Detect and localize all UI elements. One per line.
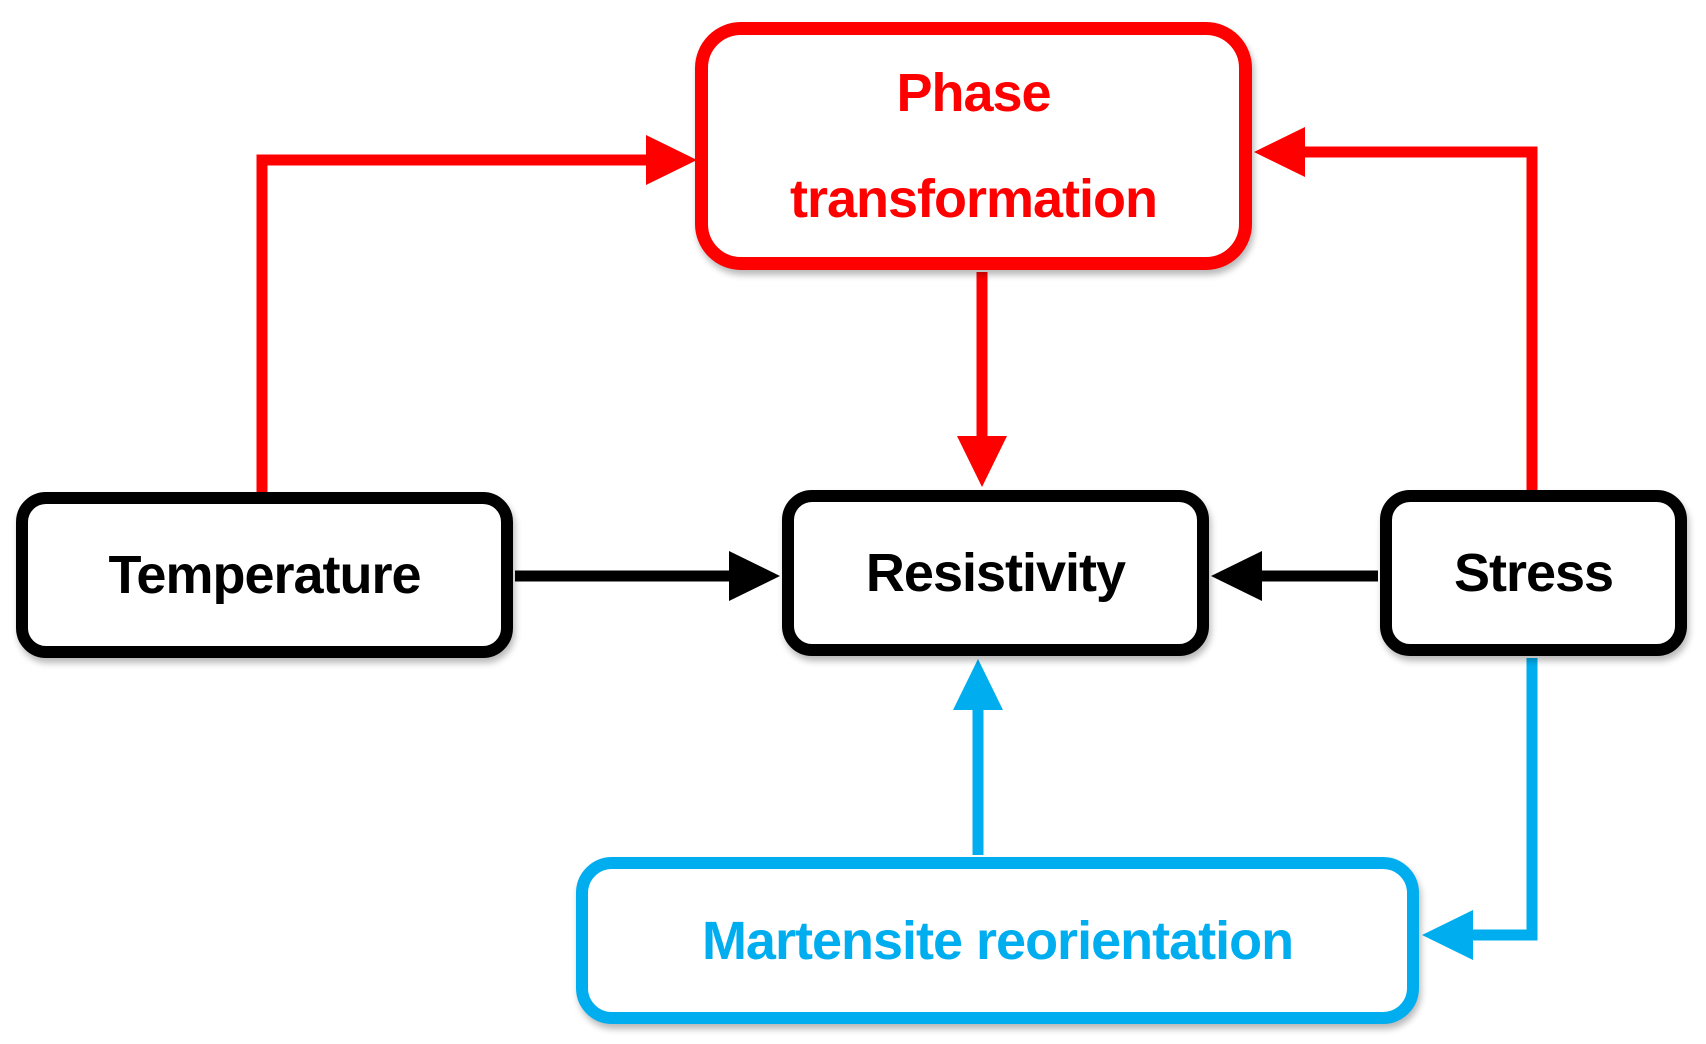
arrowhead-up-icon <box>953 659 1003 710</box>
node-phase-transformation: Phase transformation <box>695 22 1252 270</box>
node-resistivity: Resistivity <box>782 490 1209 656</box>
arrow-stress-to-resistivity <box>1211 551 1378 601</box>
arrowhead-right-icon <box>729 551 780 601</box>
node-martensite-reorientation: Martensite reorientation <box>576 857 1419 1024</box>
arrow-martensite-reorientation-to-resistivity <box>953 659 1003 855</box>
node-temperature: Temperature <box>16 492 513 658</box>
arrow-phase-transformation-to-resistivity <box>957 272 1007 487</box>
arrow-stress-to-martensite-reorientation <box>1422 658 1538 960</box>
arrow-stress-to-phase-transformation <box>1254 127 1538 496</box>
node-label: Resistivity <box>865 543 1126 603</box>
node-label: transformation <box>789 169 1158 229</box>
arrowhead-down-icon <box>957 436 1007 487</box>
arrowhead-left-icon <box>1254 127 1305 177</box>
node-stress: Stress <box>1380 490 1687 656</box>
arrowhead-left-icon <box>1422 910 1473 960</box>
node-label: Phase <box>896 63 1051 123</box>
node-label: Martensite reorientation <box>701 910 1294 971</box>
arrowhead-left-icon <box>1211 551 1262 601</box>
node-label: Stress <box>1453 543 1614 603</box>
arrow-temperature-to-phase-transformation <box>256 135 697 496</box>
arrow-temperature-to-resistivity <box>515 551 780 601</box>
arrowhead-right-icon <box>646 135 697 185</box>
node-label: Temperature <box>108 545 421 605</box>
